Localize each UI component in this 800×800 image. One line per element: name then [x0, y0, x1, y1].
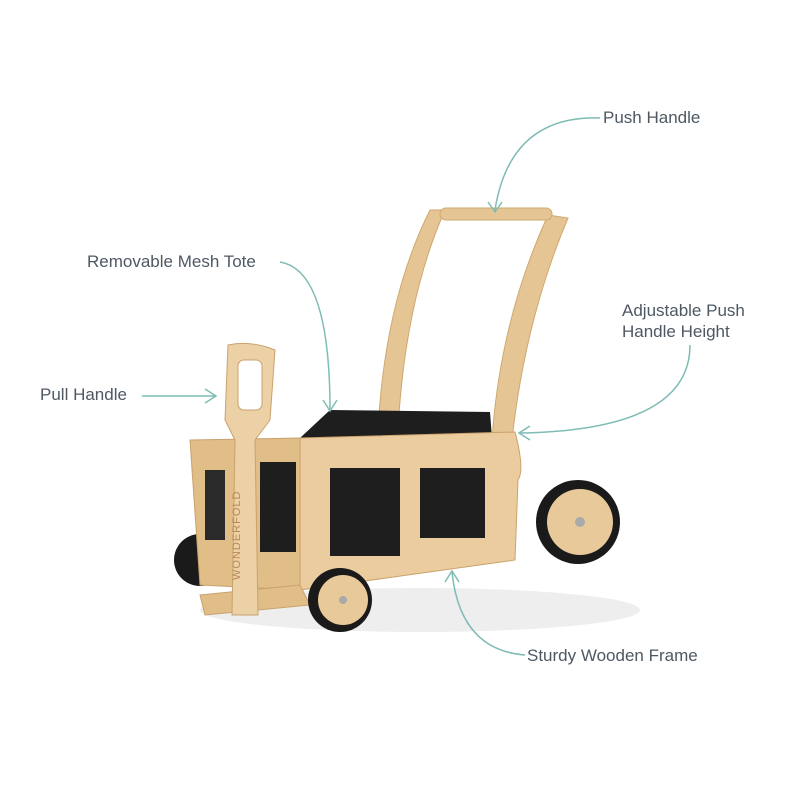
push-handle — [377, 207, 569, 441]
push-handle-arrow — [494, 117, 601, 211]
mesh-tote-arrow — [279, 261, 331, 411]
brand-mark: WONDERFOLD — [231, 491, 243, 580]
callout-push-handle: Push Handle — [603, 108, 701, 127]
callout-frame: Sturdy Wooden Frame — [527, 646, 698, 665]
rear-wheel-right — [536, 480, 620, 564]
callout-adjustable-line2: Handle Height — [622, 322, 730, 341]
callout-lines — [142, 117, 691, 656]
callout-adjustable-height: Adjustable Push Handle Height — [622, 300, 745, 342]
mesh-tote — [300, 410, 492, 438]
callout-mesh-tote: Removable Mesh Tote — [87, 252, 256, 271]
adjustable-arrow — [519, 344, 691, 434]
callout-pull-handle: Pull Handle — [40, 385, 127, 404]
front-wheel — [308, 568, 372, 632]
callout-adjustable-line1: Adjustable Push — [622, 301, 745, 320]
frame-arrow — [451, 571, 526, 656]
pull-handle — [224, 342, 276, 616]
wooden-frame — [189, 431, 522, 616]
